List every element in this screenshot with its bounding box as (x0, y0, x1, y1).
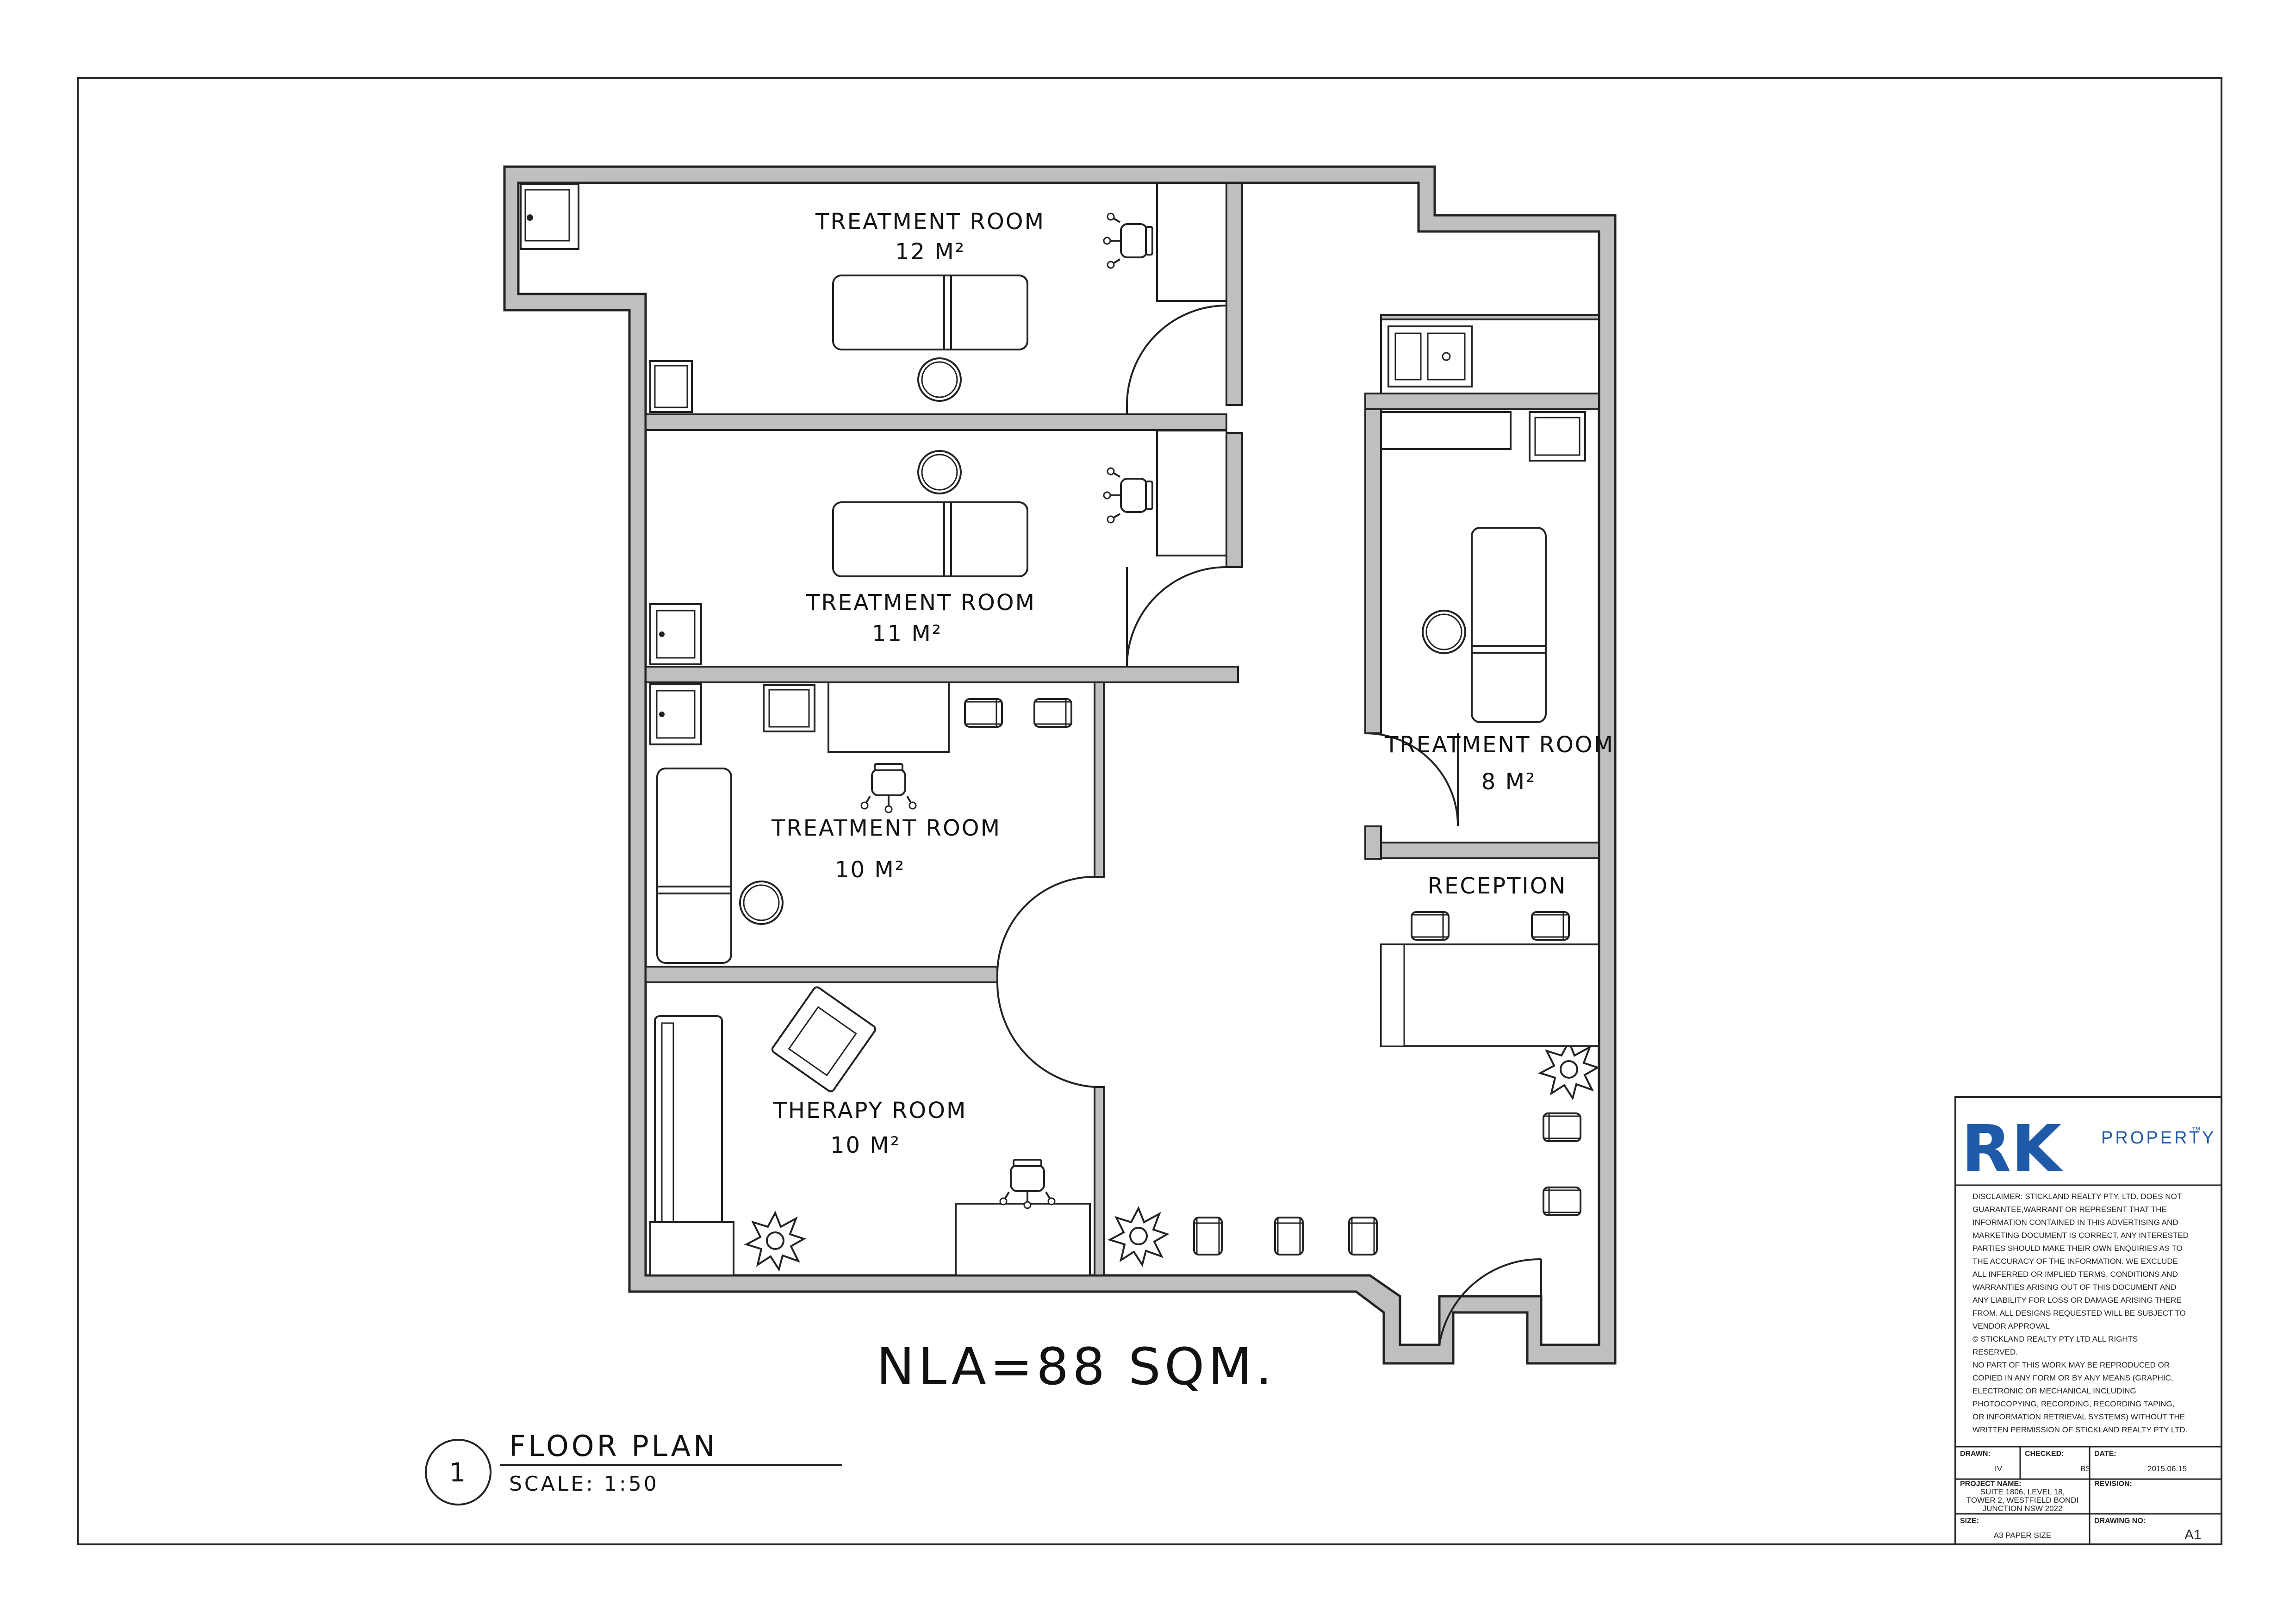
project-label: PROJECT NAME: (1960, 1480, 2021, 1488)
disclaimer-line: VENDOR APPROVAL (1972, 1322, 2050, 1330)
title-block: RK PROPERTY ™ DISCLAIMER: STICKLAND REAL… (1954, 1096, 2222, 1545)
checked-label: CHECKED: (2025, 1450, 2064, 1458)
svg-text:TREATMENT ROOM: TREATMENT ROOM (771, 815, 1001, 841)
drawing-number: 1 (449, 1458, 467, 1488)
drawing-no-value: A1 (2184, 1527, 2202, 1543)
room-label-8: TREATMENT ROOM 8 M² (1384, 732, 1614, 795)
svg-text:TREATMENT ROOM: TREATMENT ROOM (815, 209, 1045, 235)
revision-label: REVISION: (2094, 1480, 2132, 1488)
project-line-1: SUITE 1806, LEVEL 18, (1980, 1487, 2065, 1496)
svg-text:11 M²: 11 M² (872, 621, 942, 647)
logo-text: PROPERTY (2101, 1128, 2216, 1148)
disclaimer-line: ELECTRONIC OR MECHANICAL INCLUDING (1972, 1387, 2136, 1395)
disclaimer-line: RESERVED. (1972, 1348, 2018, 1356)
logo-tm: ™ (2191, 1125, 2203, 1136)
disclaimer-line: DISCLAIMER: STICKLAND REALTY PTY. LTD. D… (1972, 1192, 2182, 1201)
svg-text:8 M²: 8 M² (1481, 769, 1536, 795)
disclaimer-line: WARRANTIES ARISING OUT OF THIS DOCUMENT … (1972, 1283, 2176, 1292)
svg-text:12 M²: 12 M² (895, 239, 965, 265)
disclaimer-line: ALL INFERRED OR IMPLIED TERMS, CONDITION… (1972, 1270, 2178, 1279)
drawing-title: FLOOR PLAN (509, 1429, 718, 1463)
drawn-label: DRAWN: (1960, 1450, 1991, 1458)
drawn-value: IV (1995, 1464, 2003, 1473)
disclaimer-line: ANY LIABILITY FOR LOSS OR DAMAGE ARISING… (1972, 1296, 2182, 1305)
size-value: A3 PAPER SIZE (1994, 1531, 2051, 1540)
project-line-2: TOWER 2, WESTFIELD BONDI (1966, 1496, 2078, 1505)
checked-value: BS (2080, 1464, 2091, 1473)
disclaimer-line: INFORMATION CONTAINED IN THIS ADVERTISIN… (1972, 1218, 2178, 1227)
room-label-3: TREATMENT ROOM 10 M² (771, 815, 1001, 883)
logo-mark: RK (1961, 1112, 2064, 1187)
room-label-1: TREATMENT ROOM 12 M² (815, 209, 1045, 265)
svg-text:10 M²: 10 M² (835, 857, 905, 883)
size-label: SIZE: (1960, 1517, 1979, 1525)
disclaimer-line: GUARANTEE,WARRANT OR REPRESENT THAT THE (1972, 1205, 2167, 1214)
svg-text:TREATMENT ROOM: TREATMENT ROOM (1384, 732, 1614, 758)
room-label-therapy: THERAPY ROOM 10 M² (773, 1098, 967, 1158)
room-label-reception: RECEPTION (1428, 873, 1567, 899)
disclaimer-line: OR INFORMATION RETRIEVAL SYSTEMS) WITHOU… (1972, 1412, 2185, 1421)
drawing-number-bubble (425, 1439, 492, 1505)
disclaimer-line: PHOTOCOPYING, RECORDING, RECORDING TAPIN… (1972, 1399, 2174, 1408)
svg-text:THERAPY ROOM: THERAPY ROOM (773, 1098, 967, 1124)
svg-text:TREATMENT ROOM: TREATMENT ROOM (806, 590, 1036, 616)
disclaimer-text: DISCLAIMER: STICKLAND REALTY PTY. LTD. D… (1972, 1192, 2189, 1434)
room-label-2: TREATMENT ROOM 11 M² (806, 590, 1036, 647)
nla-label: NLA=88 SQM. (877, 1337, 1276, 1396)
disclaimer-line: FROM. ALL DESIGNS REQUESTED WILL BE SUBJ… (1972, 1309, 2186, 1318)
disclaimer-line: COPIED IN ANY FORM OR BY ANY MEANS (GRAP… (1972, 1374, 2173, 1382)
drawing-no-label: DRAWING NO: (2094, 1517, 2146, 1525)
disclaimer-line: © STICKLAND REALTY PTY LTD ALL RIGHTS (1972, 1335, 2138, 1343)
disclaimer-line: PARTIES SHOULD MAKE THEIR OWN ENQUIRIES … (1972, 1244, 2183, 1253)
drawing-scale: SCALE: 1:50 (509, 1472, 659, 1496)
disclaimer-line: NO PART OF THIS WORK MAY BE REPRODUCED O… (1972, 1361, 2170, 1369)
date-label: DATE: (2094, 1450, 2116, 1458)
svg-text:10 M²: 10 M² (830, 1132, 901, 1158)
date-value: 2015.06.15 (2147, 1464, 2187, 1473)
disclaimer-line: MARKETING DOCUMENT IS CORRECT. ANY INTER… (1972, 1231, 2189, 1240)
disclaimer-line: WRITTEN PERMISSION OF STICKLAND REALTY P… (1972, 1425, 2187, 1434)
disclaimer-line: THE ACCURACY OF THE INFORMATION. WE EXCL… (1972, 1257, 2178, 1266)
project-line-3: JUNCTION NSW 2022 (1983, 1504, 2063, 1513)
